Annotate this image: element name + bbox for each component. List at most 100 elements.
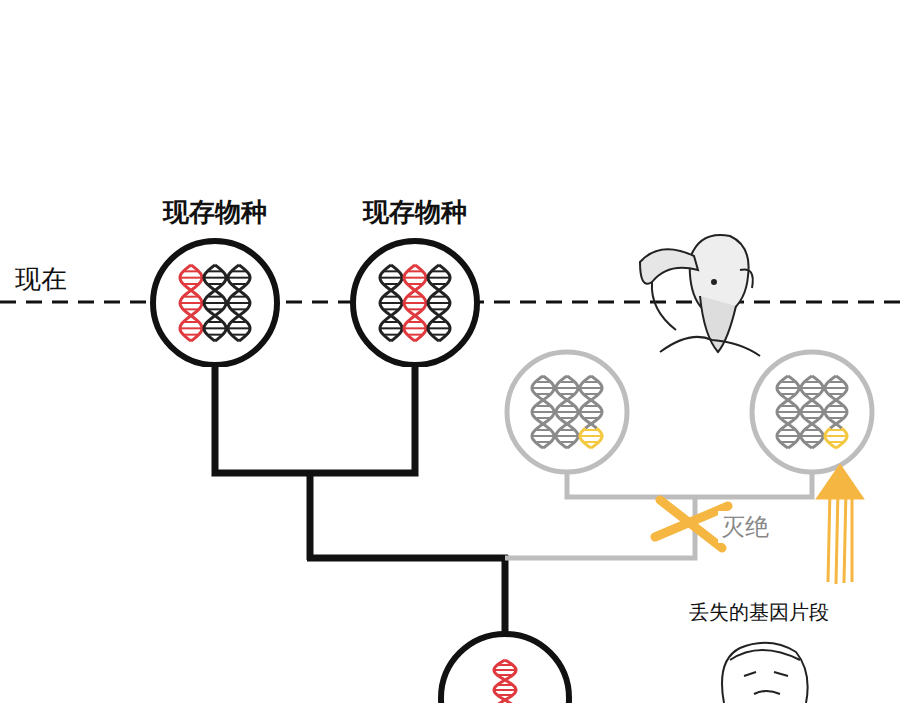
dna-rung <box>408 283 422 285</box>
dna-rung <box>208 308 222 310</box>
dna-group <box>494 660 516 703</box>
dna-strand <box>801 376 823 448</box>
dna-rung <box>181 302 201 304</box>
dna-rung <box>826 387 846 389</box>
dna-rung <box>432 283 446 285</box>
lost-gene-arrow <box>818 466 862 584</box>
dna-rung <box>205 277 225 279</box>
dna-rung <box>781 429 795 431</box>
dna-rung <box>208 334 222 336</box>
dna-rung <box>405 277 425 279</box>
branch-connector <box>215 366 415 473</box>
dna-rung <box>826 435 846 437</box>
dna-rung <box>498 664 512 666</box>
dna-rung <box>232 270 246 272</box>
dna-rung <box>584 417 598 419</box>
dna-rung <box>232 283 246 285</box>
dna-strand <box>404 265 426 341</box>
dna-strand <box>404 265 426 341</box>
dna-rung <box>778 411 798 413</box>
dna-strand <box>532 376 554 448</box>
dna-rung <box>384 334 398 336</box>
dna-rung <box>802 387 822 389</box>
dna-strand <box>204 265 226 341</box>
dna-rung <box>829 429 843 431</box>
dna-rung <box>557 411 577 413</box>
dna-rung <box>805 405 819 407</box>
annotation-label: 灭绝 <box>718 511 772 543</box>
dna-rung <box>778 435 798 437</box>
dna-rung <box>536 417 550 419</box>
dna-rung <box>408 296 422 298</box>
dna-rung <box>429 327 449 329</box>
dna-rung <box>533 387 553 389</box>
dna-rung <box>229 302 249 304</box>
dna-rung <box>560 429 574 431</box>
dna-rung <box>584 429 598 431</box>
dna-rung <box>181 327 201 329</box>
dna-rung <box>581 411 601 413</box>
dna-rung <box>381 327 401 329</box>
dna-strand <box>180 265 202 341</box>
dna-strand <box>228 265 250 341</box>
branch-line <box>307 473 314 560</box>
dna-rung <box>384 270 398 272</box>
dna-rung <box>408 308 422 310</box>
dna-strand <box>556 376 578 448</box>
dna-rung <box>829 417 843 419</box>
dna-rung <box>384 308 398 310</box>
dna-rung <box>781 441 795 443</box>
species-node: 现存物种 <box>330 195 500 367</box>
dna-rung <box>229 327 249 329</box>
dna-rung <box>408 334 422 336</box>
dna-rung <box>829 405 843 407</box>
dna-rung <box>805 417 819 419</box>
dna-rung <box>560 405 574 407</box>
dna-rung <box>408 270 422 272</box>
dna-rung <box>405 302 425 304</box>
dna-rung <box>208 283 222 285</box>
annotation-label: 现在 <box>12 262 70 297</box>
dna-strand <box>777 376 799 448</box>
dna-rung <box>232 308 246 310</box>
dna-strand <box>428 265 450 341</box>
node-heading: 现存物种 <box>130 195 300 229</box>
dna-rung <box>432 296 446 298</box>
dna-strand <box>580 376 602 428</box>
dna-strand <box>180 265 202 341</box>
dna-strand <box>380 265 402 341</box>
dna-rung <box>778 387 798 389</box>
dna-rung <box>429 277 449 279</box>
dna-rung <box>781 393 795 395</box>
dna-rung <box>829 381 843 383</box>
dna-rung <box>536 381 550 383</box>
dna-rung <box>205 327 225 329</box>
dna-rung <box>184 270 198 272</box>
extinct-species-circle <box>507 352 627 472</box>
dna-strand <box>777 376 799 448</box>
dna-strand <box>228 265 250 341</box>
dna-rung <box>560 441 574 443</box>
dna-strand <box>580 376 602 428</box>
dna-rung <box>384 321 398 323</box>
dna-rung <box>826 411 846 413</box>
species-node: 现存物种 <box>130 195 300 367</box>
species-outline <box>353 241 477 365</box>
extinct-branch <box>567 472 812 497</box>
dna-rung <box>429 302 449 304</box>
dna-rung <box>184 308 198 310</box>
dna-rung <box>384 296 398 298</box>
node-heading: 现存物种 <box>330 195 500 229</box>
dna-rung <box>495 669 515 671</box>
extinct-species-circle <box>752 352 872 472</box>
dna-rung <box>498 694 512 696</box>
dna-strand <box>380 265 402 341</box>
dna-rung <box>498 684 512 686</box>
dna-rung <box>560 393 574 395</box>
dna-strand <box>204 265 226 341</box>
dna-strand <box>580 428 591 448</box>
dna-strand <box>494 660 516 703</box>
dna-strand <box>532 376 554 448</box>
ancestor-circle <box>441 634 569 703</box>
dna-rung <box>584 393 598 395</box>
